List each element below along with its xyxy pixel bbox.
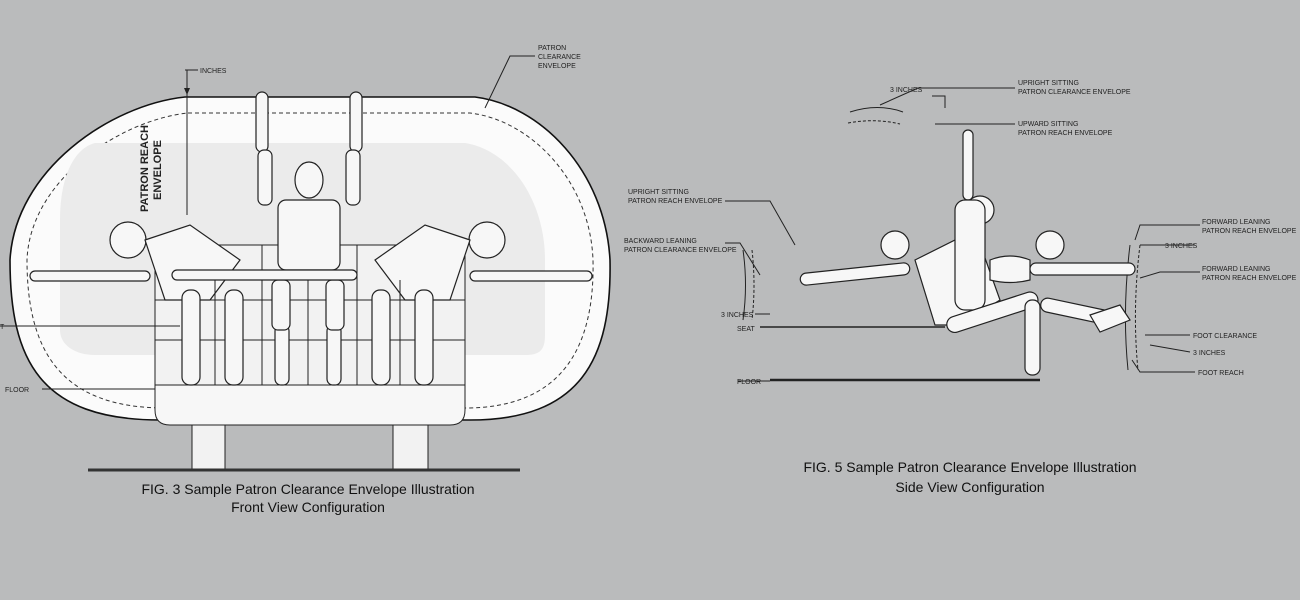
floor-label: FLOOR: [5, 387, 29, 394]
right-inches-label: 3 INCHES: [1165, 243, 1198, 250]
upright-clearance-label-1: UPRIGHT SITTING: [1018, 80, 1079, 87]
center-mannequin: [255, 91, 363, 386]
forward-reach-b-label-2: PATRON REACH ENVELOPE: [1202, 275, 1297, 282]
clearance-label-3: ENVELOPE: [538, 63, 576, 70]
seat-leg-right: [392, 424, 429, 471]
foot-inches-label: 3 INCHES: [1193, 350, 1226, 357]
backward-clearance-label-1: BACKWARD LEANING: [624, 238, 697, 245]
upward-reach-label-2: PATRON REACH ENVELOPE: [1018, 130, 1113, 137]
lap-bar: [171, 269, 358, 281]
forward-reach-label-1: FORWARD LEANING: [1202, 219, 1270, 226]
fig5-side-view: 3 INCHES UPRIGHT SITTING PATRON CLEARANC…: [624, 80, 1297, 495]
fig3-caption-line2: Front View Configuration: [231, 499, 385, 515]
side-mannequins: [799, 129, 1136, 376]
upright-reach-label-2: PATRON REACH ENVELOPE: [628, 198, 723, 205]
patron-reach-label-1: PATRON REACH: [139, 125, 151, 212]
inches-label: INCHES: [200, 68, 227, 75]
top-inches-label: 3 INCHES: [890, 87, 923, 94]
floor-label: FLOOR: [737, 379, 761, 386]
forward-reach-label-2: PATRON REACH ENVELOPE: [1202, 228, 1297, 235]
foot-reach-label: FOOT REACH: [1198, 370, 1244, 377]
seat-leg-left: [191, 424, 226, 471]
forward-reach-b-label-1: FORWARD LEANING: [1202, 266, 1270, 273]
fig5-caption-line1: FIG. 5 Sample Patron Clearance Envelope …: [803, 459, 1136, 475]
seat-label: T: [0, 324, 5, 331]
upright-clearance-label-2: PATRON CLEARANCE ENVELOPE: [1018, 89, 1131, 96]
upward-reach-label-1: UPWARD SITTING: [1018, 121, 1078, 128]
backward-clearance-label-2: PATRON CLEARANCE ENVELOPE: [624, 247, 737, 254]
clearance-label-2: CLEARANCE: [538, 54, 581, 61]
left-leaning-mannequin: [29, 221, 244, 386]
seat-label: SEAT: [737, 326, 755, 333]
fig3-front-view: INCHES PATRON CLEARANCE ENVELOPE PATRON …: [0, 45, 611, 515]
fig3-caption-line1: FIG. 3 Sample Patron Clearance Envelope …: [141, 481, 474, 497]
clearance-label-1: PATRON: [538, 45, 566, 52]
seat-base: [154, 384, 466, 426]
patron-reach-label-2: ENVELOPE: [152, 140, 164, 200]
foot-clearance-label: FOOT CLEARANCE: [1193, 333, 1257, 340]
left-inches-label: 3 INCHES: [721, 312, 754, 319]
fig5-caption-line2: Side View Configuration: [895, 479, 1044, 495]
upright-reach-label-1: UPRIGHT SITTING: [628, 189, 689, 196]
right-leaning-mannequin: [371, 221, 593, 386]
